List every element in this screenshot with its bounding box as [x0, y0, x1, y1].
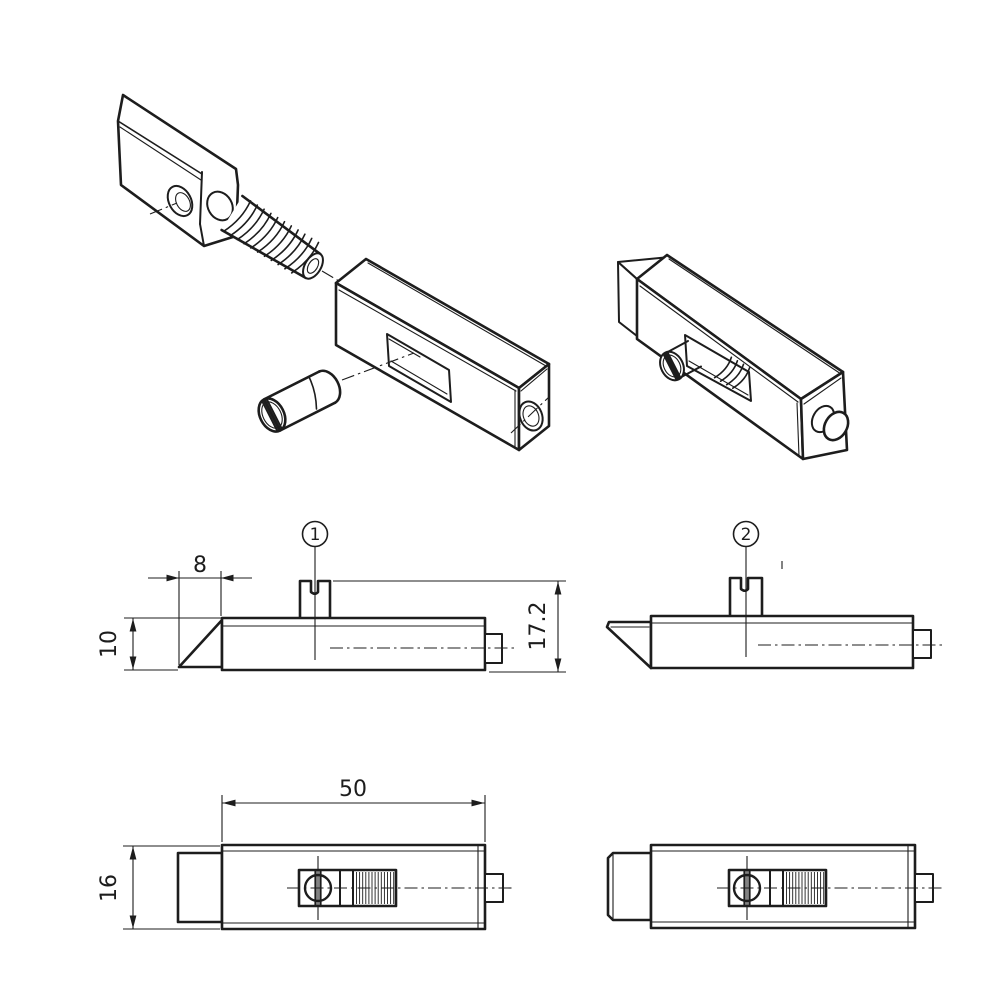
hole-centerline [149, 202, 178, 215]
pin-profile [912, 629, 932, 659]
balloon-2: 2 [732, 520, 760, 548]
latch-body [334, 257, 551, 452]
pin-slot [263, 399, 281, 431]
top-view-1: 50 16 [97, 777, 514, 931]
dimension-8: 8 [148, 553, 252, 665]
slotted-pin [257, 352, 415, 433]
wedge-top [176, 851, 224, 924]
exploded-isometric-view [116, 93, 551, 452]
threaded-stud [206, 190, 345, 285]
dim-17-2-text: 17.2 [526, 602, 551, 651]
dimension-16: 16 [97, 845, 220, 930]
dimension-10: 10 [97, 617, 222, 671]
assembled-window [684, 334, 752, 402]
dim-50-text: 50 [339, 777, 367, 802]
wedge-profile-extended [605, 620, 653, 670]
visible-threads [713, 356, 751, 389]
screw-head-profile [728, 576, 764, 618]
assembled-screw-and-pin [659, 340, 751, 389]
wedge-block [116, 93, 240, 248]
wedge-profile [177, 618, 224, 669]
dimension-17-2: 17.2 [333, 580, 566, 673]
balloon-1: 1 [301, 520, 329, 548]
side-view-1: 1 8 10 17.2 [97, 520, 566, 673]
body-profile [649, 614, 915, 670]
end-hole-centerline [510, 396, 550, 434]
body-profile [220, 616, 487, 672]
side-view-2: 2 [605, 520, 944, 670]
dim-8-text: 8 [193, 553, 207, 578]
balloon-2-label: 2 [741, 525, 752, 545]
top-view-2 [606, 843, 944, 930]
end-hole [518, 400, 544, 432]
assembled-isometric-view [617, 253, 850, 461]
pin-head-slot [664, 352, 680, 380]
dimension-50: 50 [221, 777, 486, 842]
body-window [386, 333, 452, 403]
dim-16-text: 16 [97, 874, 122, 902]
dim-10-text: 10 [97, 630, 122, 658]
pin-centerline [341, 352, 415, 381]
assembled-end-pin [810, 404, 850, 442]
wedge-top-extended [606, 851, 653, 922]
balloon-1-label: 1 [310, 525, 321, 545]
stud-centerline [321, 270, 345, 285]
